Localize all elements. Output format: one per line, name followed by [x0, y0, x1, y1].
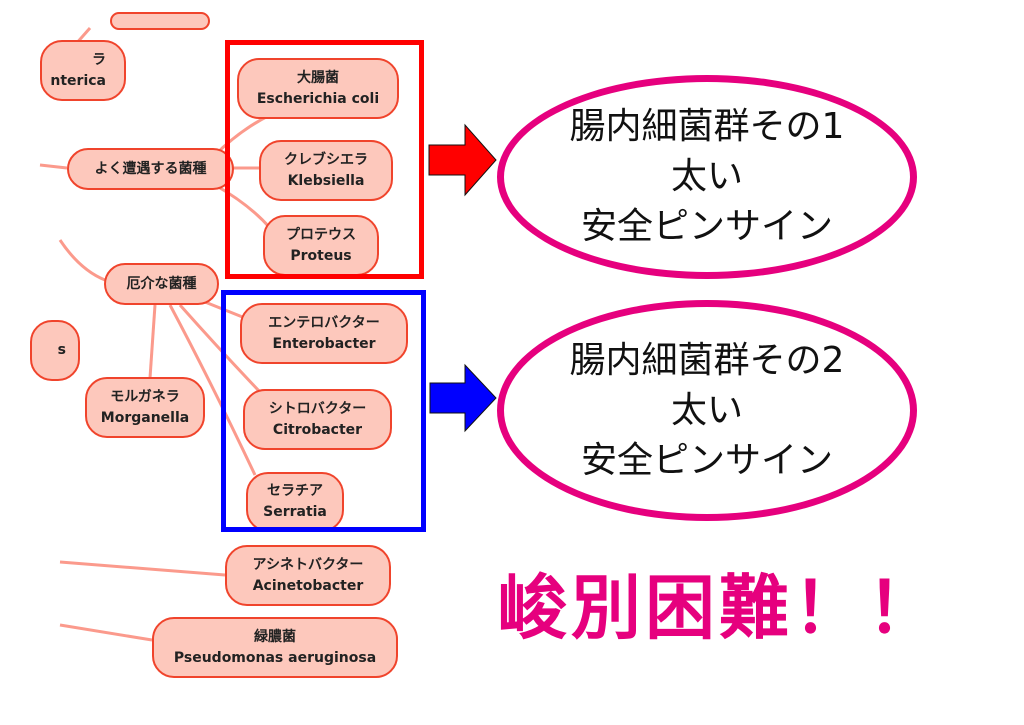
red-arrow-icon: [428, 123, 497, 197]
node-klebsiella: クレブシエラ Klebsiella: [259, 140, 393, 201]
callout-line: 太い: [670, 156, 743, 197]
blue-group-box: [221, 290, 426, 532]
node-ecoli: 大腸菌 Escherichia coli: [237, 58, 399, 119]
node-label-en: Klebsiella: [287, 172, 365, 189]
node-pseudomonas: 緑膿菌 Pseudomonas aeruginosa: [152, 617, 398, 678]
node-partial-left: s: [30, 320, 80, 381]
node-serratia: セラチア Serratia: [246, 472, 344, 532]
node-label-ja: アシネトバクター: [252, 556, 364, 573]
node-enterobacter: エンテロバクター Enterobacter: [240, 303, 408, 364]
callout-line: 腸内細菌群その2: [569, 339, 845, 381]
callout-line: 腸内細菌群その1: [569, 106, 845, 147]
node-label-ja: クレブシエラ: [284, 151, 368, 168]
node-partial-top: [110, 12, 210, 30]
node-label-ja: シトロバクター: [268, 400, 367, 417]
node-label-en: Acinetobacter: [252, 577, 364, 594]
callout-line: 安全ピンサイン: [580, 206, 833, 247]
node-acinetobacter: アシネトバクター Acinetobacter: [225, 545, 391, 606]
node-label-en: Morganella: [100, 409, 190, 426]
node-label-ja: プロテウス: [286, 226, 356, 243]
node-proteus: プロテウス Proteus: [263, 215, 379, 276]
node-common-species: よく遭遇する菌種: [67, 148, 234, 190]
node-label-en: Serratia: [263, 504, 327, 520]
red-group-box: [225, 40, 424, 279]
node-troublesome-species: 厄介な菌種: [104, 263, 219, 305]
blue-arrow-icon: [429, 363, 497, 433]
node-label-en: Pseudomonas aeruginosa: [173, 649, 377, 666]
node-label: よく遭遇する菌種: [94, 160, 207, 177]
conclusion-text: 峻別困難！！: [497, 567, 941, 649]
node-morganella: モルガネラ Morganella: [85, 377, 205, 438]
node-label: 厄介な菌種: [126, 275, 197, 292]
node-label: nterica: [50, 72, 106, 89]
callout-group-2: 腸内細菌群その2 太い安全ピンサイン: [497, 300, 917, 521]
node-citrobacter: シトロバクター Citrobacter: [243, 389, 392, 450]
node-label-ja: モルガネラ: [110, 388, 180, 405]
node-label-ja: セラチア: [267, 483, 323, 499]
node-label-ja: 大腸菌: [297, 69, 339, 86]
node-label-en: Citrobacter: [272, 421, 363, 438]
node-label-ja: エンテロバクター: [268, 314, 380, 331]
node-label-en: Proteus: [290, 247, 352, 264]
node-label-en: Enterobacter: [272, 335, 376, 352]
node-label-en: Escherichia coli: [256, 90, 380, 107]
node-label-ja: 緑膿菌: [254, 628, 296, 645]
callout-group-1: 腸内細菌群その1 太い安全ピンサイン: [497, 75, 917, 279]
callout-line: 太い: [670, 389, 743, 431]
callout-line: 安全ピンサイン: [580, 439, 833, 481]
